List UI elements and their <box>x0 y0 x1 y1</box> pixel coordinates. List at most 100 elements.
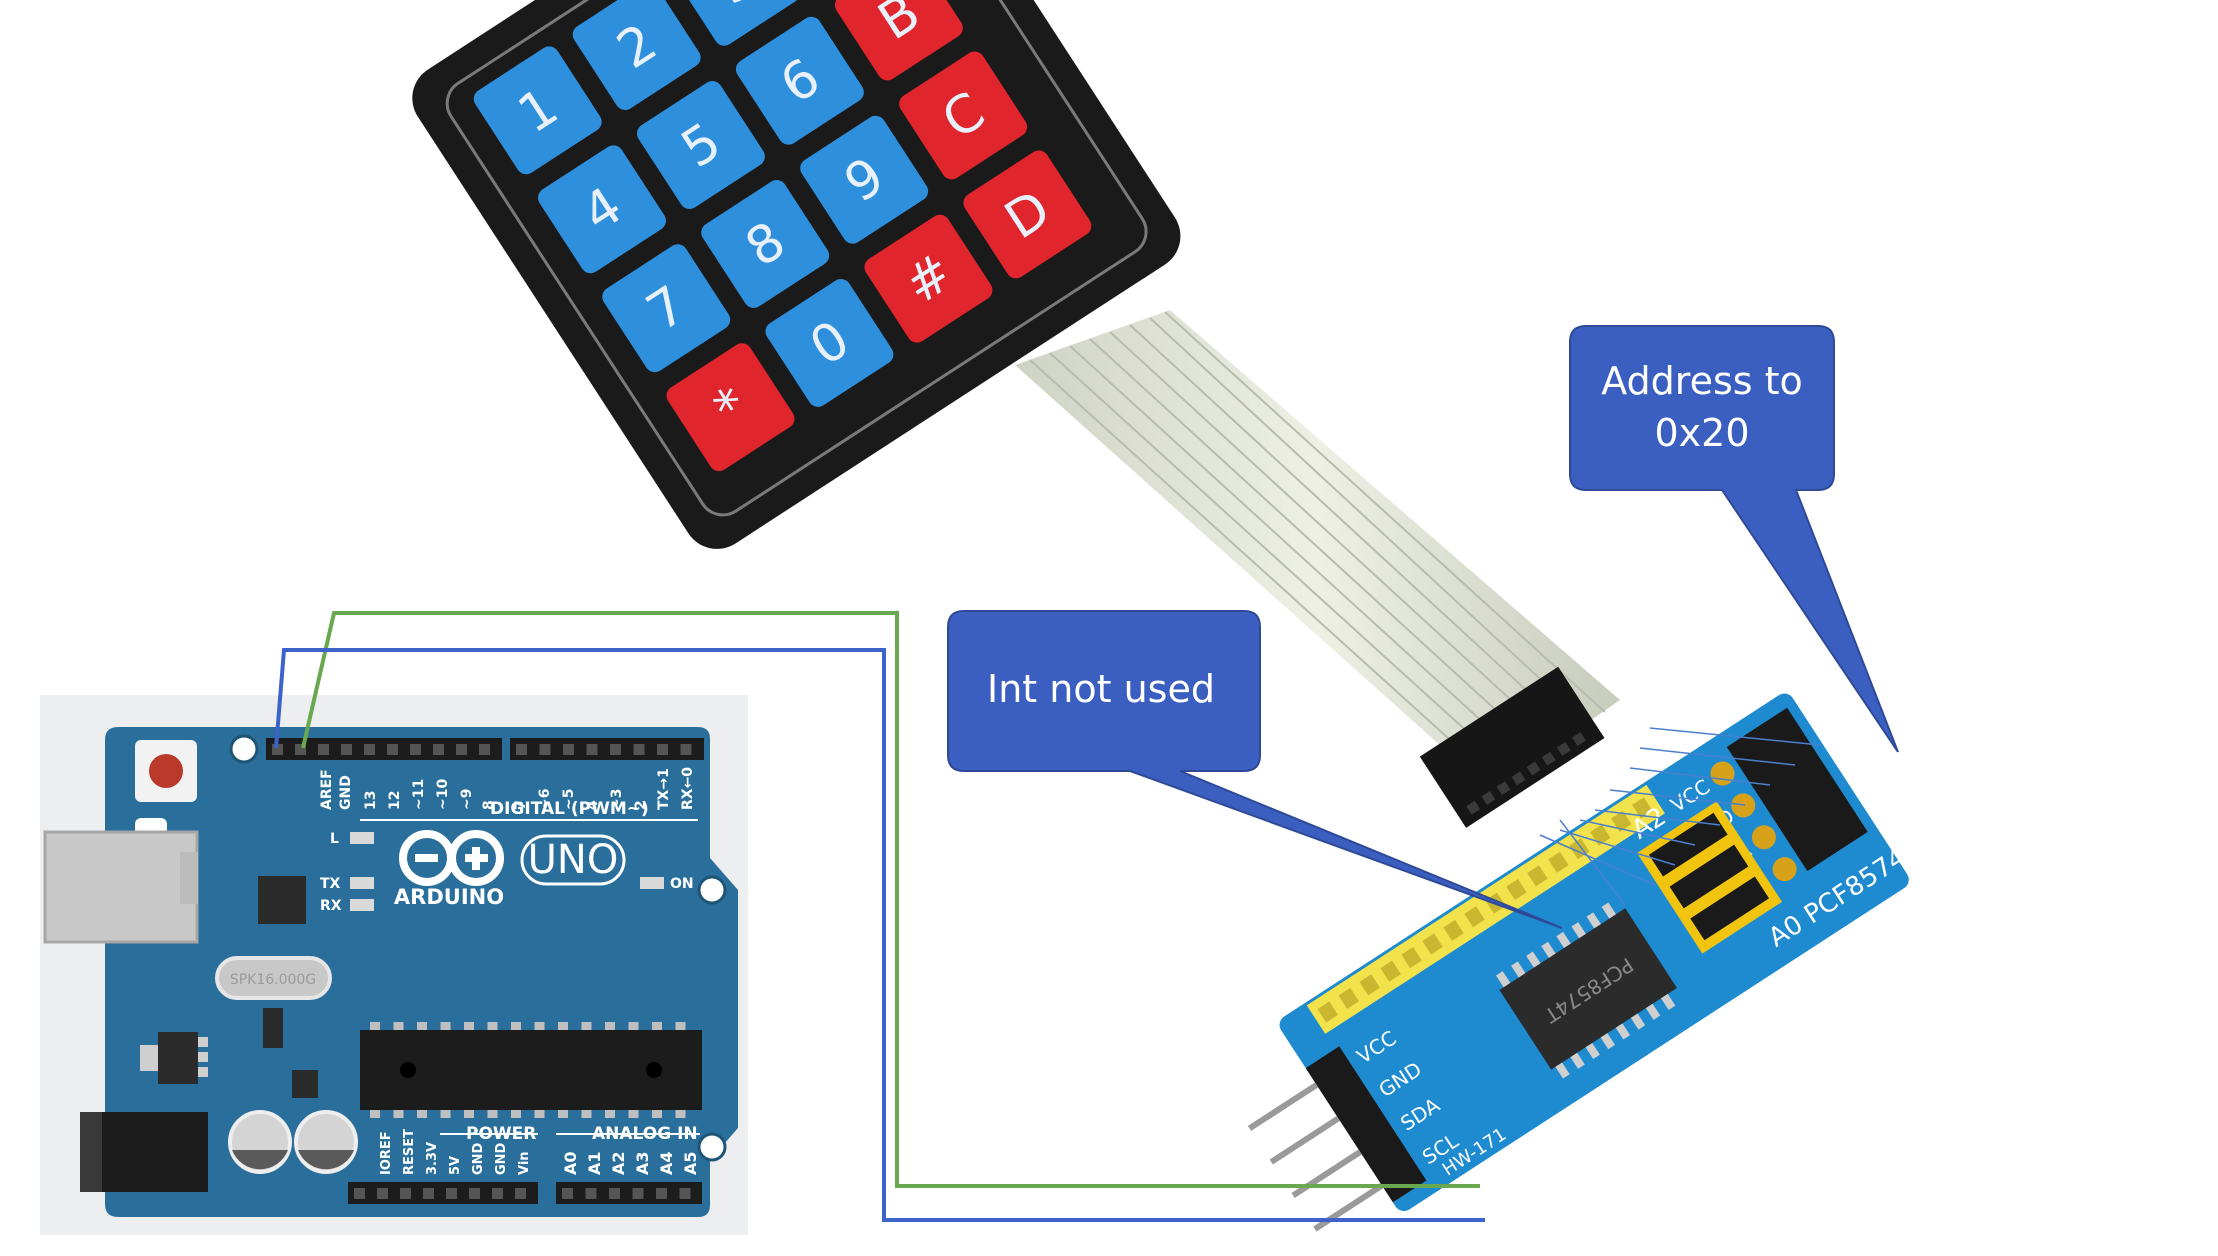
chip-pin <box>417 1110 427 1118</box>
header-hole <box>679 1188 691 1199</box>
keypad-key-cap <box>572 0 701 110</box>
keypad-key-cap <box>473 46 602 175</box>
header-hole <box>1338 987 1359 1009</box>
chip-pin <box>628 1022 639 1030</box>
header-hole <box>1380 960 1401 982</box>
led-label-tx: TX <box>320 876 341 892</box>
led-label-rx: RX <box>320 898 342 914</box>
connector-fan-lines <box>1539 727 1821 906</box>
header-hole <box>1527 865 1548 887</box>
header-hole <box>516 744 527 755</box>
chip-pin <box>440 1110 451 1118</box>
chip-pin <box>1526 951 1541 968</box>
header-hole <box>410 744 421 755</box>
keypad-key: 1 <box>473 46 602 175</box>
chip-pin <box>1586 912 1601 929</box>
mounting-hole <box>697 1132 727 1162</box>
atmega328-chip <box>360 1030 702 1110</box>
header-hole <box>586 744 598 755</box>
chip-pin <box>628 1110 639 1118</box>
pcf-output-header <box>1726 707 1868 872</box>
usb-port-edge <box>180 852 198 904</box>
power-pin-label: GND <box>471 1142 486 1175</box>
chip-pin <box>487 1110 498 1118</box>
analog-pin-label: A2 <box>609 1151 628 1175</box>
usb-controller-chip <box>258 876 306 924</box>
keypad-key: D <box>963 150 1092 279</box>
header-hole <box>1464 906 1485 928</box>
led-label-l: L <box>330 831 339 847</box>
pcf-male-header <box>1305 1046 1427 1203</box>
wire-blue-sda <box>274 648 1485 1222</box>
chip-pin <box>652 1022 662 1030</box>
digital-pin-label: 7 <box>513 800 529 810</box>
header-hole <box>680 744 692 755</box>
address-callout-bubble <box>1569 325 1899 753</box>
digital-pin-label: 8 <box>481 800 497 810</box>
keypad-key-cap <box>963 150 1092 279</box>
digital-pwm-label: DIGITAL (PWM~) <box>490 799 649 819</box>
keypad-ribbon-cable <box>1015 310 1620 790</box>
chip-pin <box>534 1022 545 1030</box>
chip-notch <box>646 1062 662 1078</box>
regulator-pin <box>198 1067 208 1077</box>
chip-pin <box>511 1022 521 1030</box>
led-tx <box>350 877 374 889</box>
int-callout-bubble <box>947 610 1563 929</box>
keypad-key: # <box>864 214 993 343</box>
power-label: POWER <box>466 1124 536 1144</box>
keypad-key-cap <box>735 16 864 145</box>
arduino-infinity-logo <box>399 830 504 886</box>
chip-pin <box>1645 1003 1661 1020</box>
chip-pin <box>393 1022 404 1030</box>
chip-pin <box>652 1110 662 1118</box>
chip-pin <box>675 1022 686 1030</box>
header-hole <box>515 1188 526 1199</box>
capacitor-mark <box>298 1150 354 1170</box>
mounting-hole <box>229 734 259 764</box>
header-hole <box>433 744 444 755</box>
header-hole <box>609 1188 620 1199</box>
chip-pin <box>440 1022 451 1030</box>
digital-pin-label: ~9 <box>459 789 475 810</box>
keypad-key: 0 <box>765 278 894 407</box>
power-pin-label: 5V <box>448 1156 463 1175</box>
keypad-key: C <box>899 51 1028 180</box>
chip-pin <box>1541 941 1556 958</box>
regulator-tab <box>140 1045 158 1071</box>
header-hole <box>632 1188 644 1199</box>
crystal-label: SPK16.000G <box>230 972 316 988</box>
atmega-pins <box>370 1022 686 1118</box>
chip-pin <box>534 1110 545 1118</box>
chip-pin <box>581 1110 592 1118</box>
jumper-a2 <box>1648 812 1728 877</box>
digital-pin-label: RX←0 <box>680 767 696 810</box>
regulator-pin <box>198 1037 208 1047</box>
mounting-hole <box>697 875 727 905</box>
chip-pin <box>1556 931 1571 949</box>
led-l <box>350 832 374 844</box>
keypad-key-cap <box>864 214 993 343</box>
chip-pin <box>1600 1033 1615 1050</box>
keypad-key-cap <box>701 180 830 308</box>
keypad-key: 8 <box>701 180 830 308</box>
chip-pin <box>1571 922 1586 939</box>
chip-pin <box>464 1022 474 1030</box>
header-hole <box>341 744 352 755</box>
chip-pin <box>675 1110 686 1118</box>
chip-pin <box>1511 961 1526 978</box>
int-callout <box>947 610 1563 929</box>
analog-pin-label: A1 <box>585 1151 604 1175</box>
header-hole <box>562 1188 573 1199</box>
usb-port <box>43 830 199 944</box>
chip-pin <box>1615 1023 1631 1040</box>
power-pin-label: 3.3V <box>425 1142 440 1175</box>
digital-pin-label: GND <box>338 775 354 810</box>
power-jack-lip <box>80 1112 102 1192</box>
keypad-key-cap <box>636 81 765 209</box>
chip-pin <box>487 1022 498 1030</box>
